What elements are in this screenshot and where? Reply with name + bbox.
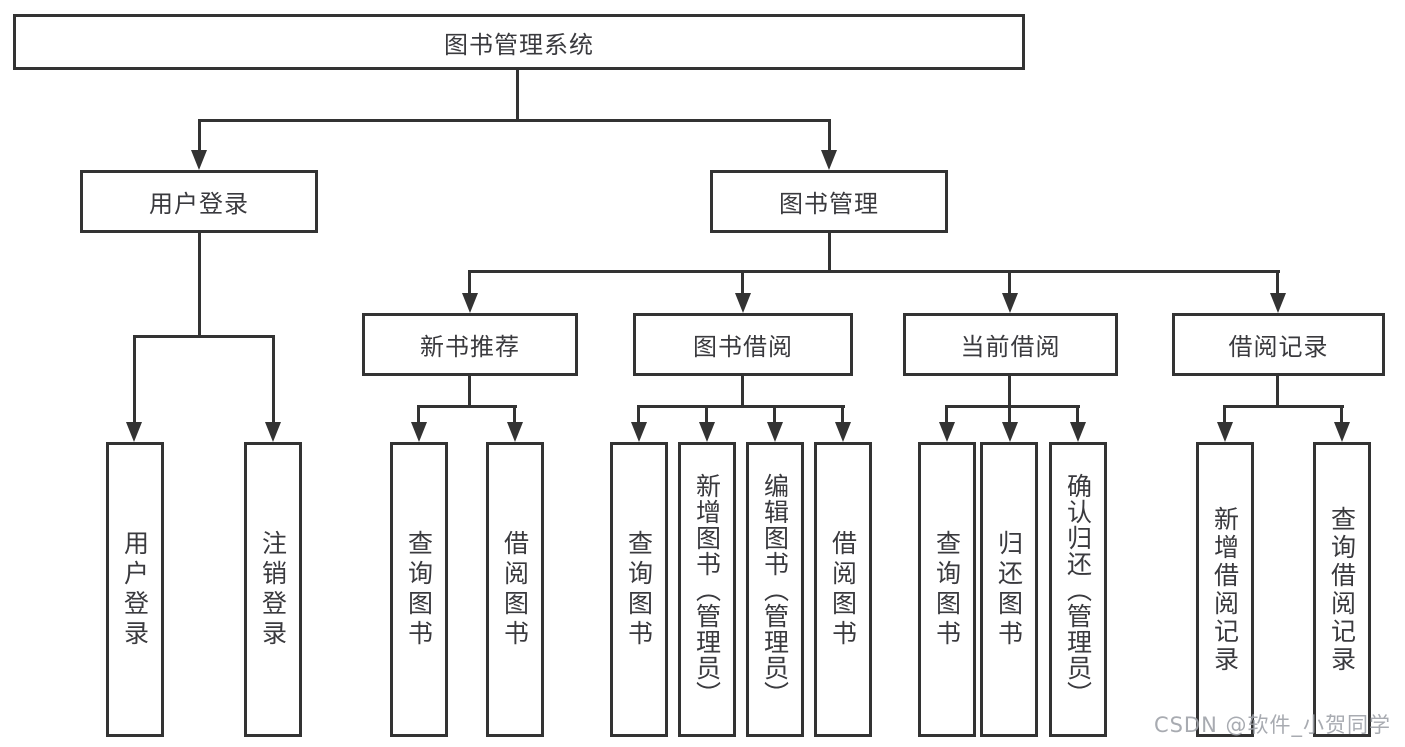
- connector-vline: [705, 405, 708, 424]
- connector-vline: [1008, 376, 1011, 407]
- connector-hline: [637, 405, 845, 408]
- leaf-label: 归还图书: [994, 529, 1024, 650]
- leaf-label: 编辑图书（管理员）: [760, 472, 790, 707]
- connector-vline: [741, 270, 744, 296]
- leaf-label: 查询借阅记录: [1327, 505, 1357, 674]
- leaf-confirm-return-admin: 确认归还（管理员）: [1049, 442, 1107, 737]
- arrow-down-icon: [699, 422, 715, 442]
- leaf-label: 新增借阅记录: [1210, 505, 1240, 674]
- connector-hline: [1223, 405, 1344, 408]
- node-borrow-records: 借阅记录: [1172, 313, 1385, 376]
- arrow-down-icon: [1002, 293, 1018, 313]
- leaf-return-book: 归还图书: [980, 442, 1038, 737]
- connector-vline: [468, 376, 471, 407]
- leaf-label: 查询图书: [404, 529, 434, 650]
- arrow-down-icon: [939, 422, 955, 442]
- leaf-add-book-admin: 新增图书（管理员）: [678, 442, 736, 737]
- node-book-borrow: 图书借阅: [633, 313, 853, 376]
- arrow-down-icon: [507, 422, 523, 442]
- arrow-down-icon: [1217, 422, 1233, 442]
- leaf-query-borrow-record: 查询借阅记录: [1313, 442, 1371, 737]
- leaf-borrow-book: 借阅图书: [814, 442, 872, 737]
- arrow-down-icon: [1070, 422, 1086, 442]
- connector-vline: [1340, 405, 1343, 424]
- leaf-label: 新增图书（管理员）: [692, 472, 722, 707]
- leaf-label: 查询图书: [624, 529, 654, 650]
- node-library-system: 图书管理系统: [13, 14, 1025, 70]
- connector-hline: [945, 405, 1080, 408]
- arrow-down-icon: [631, 422, 647, 442]
- arrow-down-icon: [1002, 422, 1018, 442]
- leaf-label: 借阅图书: [828, 529, 858, 650]
- connector-vline: [516, 70, 519, 120]
- leaf-label: 借阅图书: [500, 529, 530, 650]
- node-book-management: 图书管理: [710, 170, 948, 233]
- connector-vline: [1276, 270, 1279, 296]
- arrow-down-icon: [1270, 293, 1286, 313]
- connector-hline: [198, 119, 831, 122]
- leaf-label: 注销登录: [258, 529, 288, 650]
- connector-hline: [133, 335, 275, 338]
- connector-vline: [637, 405, 640, 424]
- connector-hline: [468, 270, 1280, 273]
- connector-vline: [828, 233, 831, 273]
- leaf-query-book-borrow: 查询图书: [610, 442, 668, 737]
- connector-vline: [198, 119, 201, 152]
- watermark-text: CSDN @软件_小贺同学: [1153, 713, 1391, 737]
- connector-vline: [1276, 376, 1279, 407]
- leaf-query-book-current: 查询图书: [918, 442, 976, 737]
- connector-vline: [773, 405, 776, 424]
- arrow-down-icon: [735, 293, 751, 313]
- connector-vline: [1076, 405, 1079, 424]
- arrow-down-icon: [767, 422, 783, 442]
- arrow-down-icon: [1334, 422, 1350, 442]
- arrow-down-icon: [462, 293, 478, 313]
- node-user-login: 用户登录: [80, 170, 318, 233]
- connector-vline: [513, 405, 516, 424]
- arrow-down-icon: [265, 422, 281, 442]
- arrow-down-icon: [126, 422, 142, 442]
- connector-vline: [1223, 405, 1226, 424]
- leaf-query-book-recommend: 查询图书: [390, 442, 448, 737]
- connector-vline: [1008, 270, 1011, 296]
- leaf-add-borrow-record: 新增借阅记录: [1196, 442, 1254, 737]
- connector-vline: [741, 376, 744, 407]
- connector-vline: [841, 405, 844, 424]
- connector-vline: [417, 405, 420, 424]
- arrow-down-icon: [191, 150, 207, 170]
- arrow-down-icon: [835, 422, 851, 442]
- arrow-down-icon: [411, 422, 427, 442]
- connector-vline: [945, 405, 948, 424]
- connector-vline: [133, 335, 136, 423]
- arrow-down-icon: [821, 150, 837, 170]
- leaf-label: 确认归还（管理员）: [1063, 472, 1093, 707]
- leaf-logout-login: 注销登录: [244, 442, 302, 737]
- connector-vline: [468, 270, 471, 296]
- connector-vline: [828, 119, 831, 152]
- connector-vline: [198, 233, 201, 337]
- connector-hline: [417, 405, 517, 408]
- leaf-label: 用户登录: [120, 529, 150, 650]
- node-new-book-recommend: 新书推荐: [362, 313, 578, 376]
- leaf-borrow-book-recommend: 借阅图书: [486, 442, 544, 737]
- leaf-edit-book-admin: 编辑图书（管理员）: [746, 442, 804, 737]
- leaf-label: 查询图书: [932, 529, 962, 650]
- leaf-user-login: 用户登录: [106, 442, 164, 737]
- connector-vline: [272, 335, 275, 423]
- node-current-borrow: 当前借阅: [903, 313, 1118, 376]
- connector-vline: [1008, 405, 1011, 424]
